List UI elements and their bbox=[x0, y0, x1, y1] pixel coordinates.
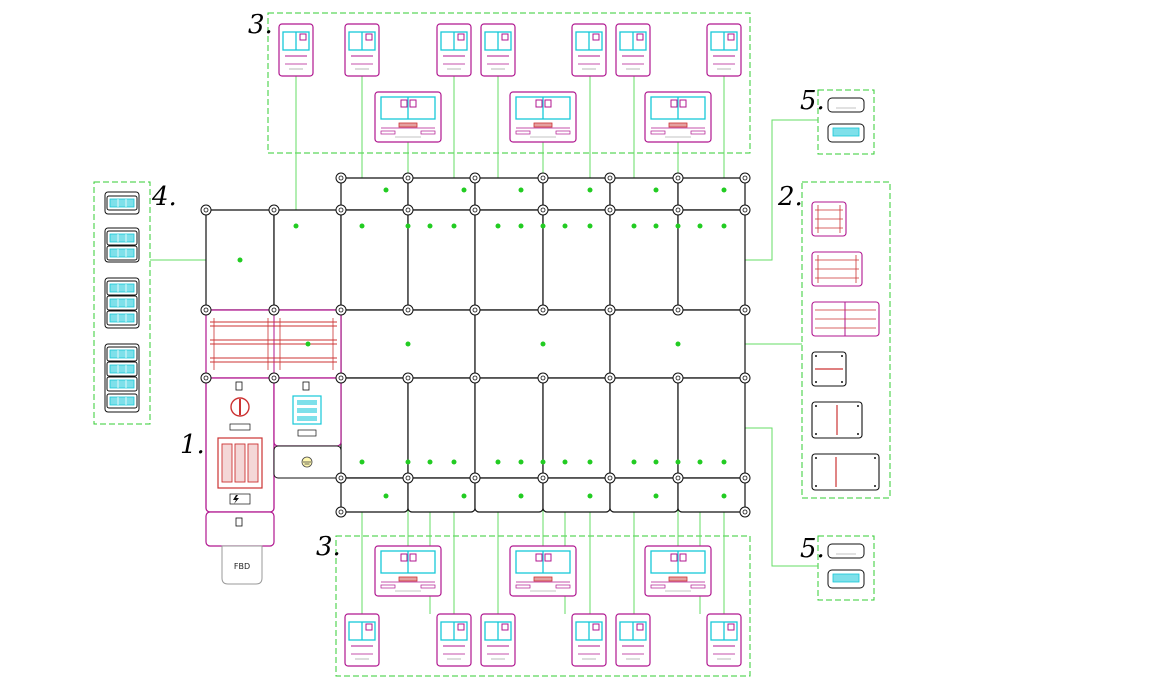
earth-box bbox=[273, 445, 342, 479]
box-top-5 bbox=[609, 177, 679, 211]
box-r2-5 bbox=[474, 209, 544, 311]
connector-dots bbox=[237, 187, 727, 499]
box-top-6 bbox=[677, 177, 746, 211]
fbd-tab: FBD bbox=[221, 545, 263, 585]
box-bot-6 bbox=[677, 477, 746, 513]
panel-rail-small bbox=[811, 201, 847, 237]
box-top-2 bbox=[407, 177, 476, 211]
meter-small bbox=[571, 23, 607, 77]
box-r2-4 bbox=[407, 209, 476, 311]
meter-large bbox=[374, 91, 442, 143]
box-r4-4 bbox=[542, 377, 611, 479]
lightning-warning-icon bbox=[229, 493, 251, 505]
group3-top-meters bbox=[278, 23, 742, 143]
meter-large bbox=[374, 545, 442, 597]
box-r4-5 bbox=[609, 377, 679, 479]
group5-bottom-outline bbox=[817, 535, 875, 601]
meter-small bbox=[436, 23, 472, 77]
meter-small bbox=[278, 23, 314, 77]
fbd-label: FBD bbox=[234, 562, 250, 571]
group3-bottom-meters bbox=[344, 545, 742, 667]
meter-large bbox=[644, 91, 712, 143]
group5-bottom-label: 5. bbox=[800, 534, 825, 564]
group4-rail-modules bbox=[104, 191, 140, 413]
group1-label: 1. bbox=[180, 430, 205, 460]
box-bot-3 bbox=[474, 477, 544, 513]
box-bot-4 bbox=[542, 477, 611, 513]
group3-top-label: 3. bbox=[248, 10, 273, 40]
main-switch-knob-icon bbox=[230, 397, 250, 417]
box-top-4 bbox=[542, 177, 611, 211]
group5-top-modules bbox=[827, 97, 865, 143]
meter-small bbox=[615, 23, 651, 77]
meter-window-icon bbox=[292, 395, 322, 425]
panel-rail-double bbox=[811, 301, 880, 337]
box-r4-3 bbox=[474, 377, 544, 479]
meter-small bbox=[615, 613, 651, 667]
meter-small bbox=[480, 23, 516, 77]
box-r4-6 bbox=[677, 377, 746, 479]
panel-plate-large bbox=[811, 453, 880, 491]
main-switch-box bbox=[205, 377, 275, 513]
box-r4-1 bbox=[340, 377, 409, 479]
box-bot-1 bbox=[340, 477, 409, 513]
group3-top-outline bbox=[267, 12, 751, 154]
group5-bottom-modules bbox=[827, 543, 865, 589]
meter-large bbox=[509, 545, 577, 597]
meter-display-box bbox=[273, 377, 342, 447]
box-r2-7 bbox=[609, 209, 679, 311]
fuse-holder-icon bbox=[217, 437, 263, 489]
din-rail-box bbox=[205, 309, 342, 379]
group2-outline bbox=[801, 181, 891, 499]
group3-bottom-label: 3. bbox=[316, 532, 341, 562]
meter-small bbox=[436, 613, 472, 667]
box-top-1 bbox=[340, 177, 409, 211]
box-r4-2 bbox=[407, 377, 476, 479]
meter-large bbox=[509, 91, 577, 143]
panel-plate-medium bbox=[811, 401, 863, 439]
panel-rail-wide bbox=[811, 251, 863, 287]
group5-top-label: 5. bbox=[800, 86, 825, 116]
meter-small bbox=[480, 613, 516, 667]
box-r2-8 bbox=[677, 209, 746, 311]
meter-small bbox=[706, 613, 742, 667]
lower-switch-box bbox=[205, 511, 275, 547]
panel-plate-small bbox=[811, 351, 847, 387]
group4-label: 4. bbox=[152, 182, 177, 212]
meter-small bbox=[706, 23, 742, 77]
meter-small bbox=[344, 613, 380, 667]
meter-small bbox=[344, 23, 380, 77]
group4-outline bbox=[93, 181, 151, 425]
meter-large bbox=[644, 545, 712, 597]
box-bot-5 bbox=[609, 477, 679, 513]
meter-small bbox=[571, 613, 607, 667]
box-r2-2 bbox=[273, 209, 342, 311]
earth-ground-icon bbox=[301, 456, 313, 468]
group5-top-outline bbox=[817, 89, 875, 155]
group2-label: 2. bbox=[778, 182, 803, 212]
group2-panels bbox=[811, 201, 880, 491]
box-r2-6 bbox=[542, 209, 611, 311]
box-r2-3 bbox=[340, 209, 409, 311]
box-top-3 bbox=[474, 177, 544, 211]
